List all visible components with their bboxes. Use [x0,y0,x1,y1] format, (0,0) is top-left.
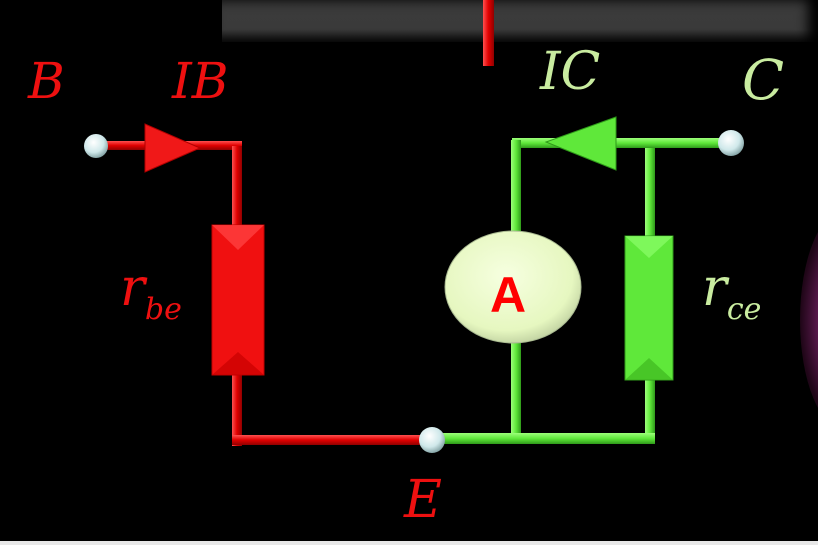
ammeter [444,230,582,344]
collector-wire-bottom [440,433,655,444]
base-current-label: IB [172,52,229,110]
base-wire-vertical-lower [232,372,242,446]
ammeter-label: A [490,267,527,323]
top-red-stub [483,0,494,66]
rce-label-main: r [702,258,727,318]
emitter-node-label: E [404,470,442,530]
rce-resistor [624,235,674,381]
rbe-label: rbe [120,262,182,325]
top-gray-bar [222,0,818,42]
base-wire-bottom [232,435,432,445]
rbe-label-main: r [120,258,145,318]
collector-current-label: IC [540,42,601,102]
rce-label: rce [702,262,761,325]
collector-current-arrow-icon [544,116,617,171]
collector-wire-top [512,138,732,148]
bottom-strip [0,541,818,545]
base-current-arrow-icon [144,123,202,173]
base-node [84,134,108,158]
rbe-label-sub: be [144,292,182,327]
collector-node-label: C [742,48,785,112]
collector-node [718,130,744,156]
base-node-label: B [28,52,65,110]
rce-label-sub: ce [726,292,762,327]
base-wire-vertical-upper [232,146,242,226]
emitter-node [419,427,445,453]
